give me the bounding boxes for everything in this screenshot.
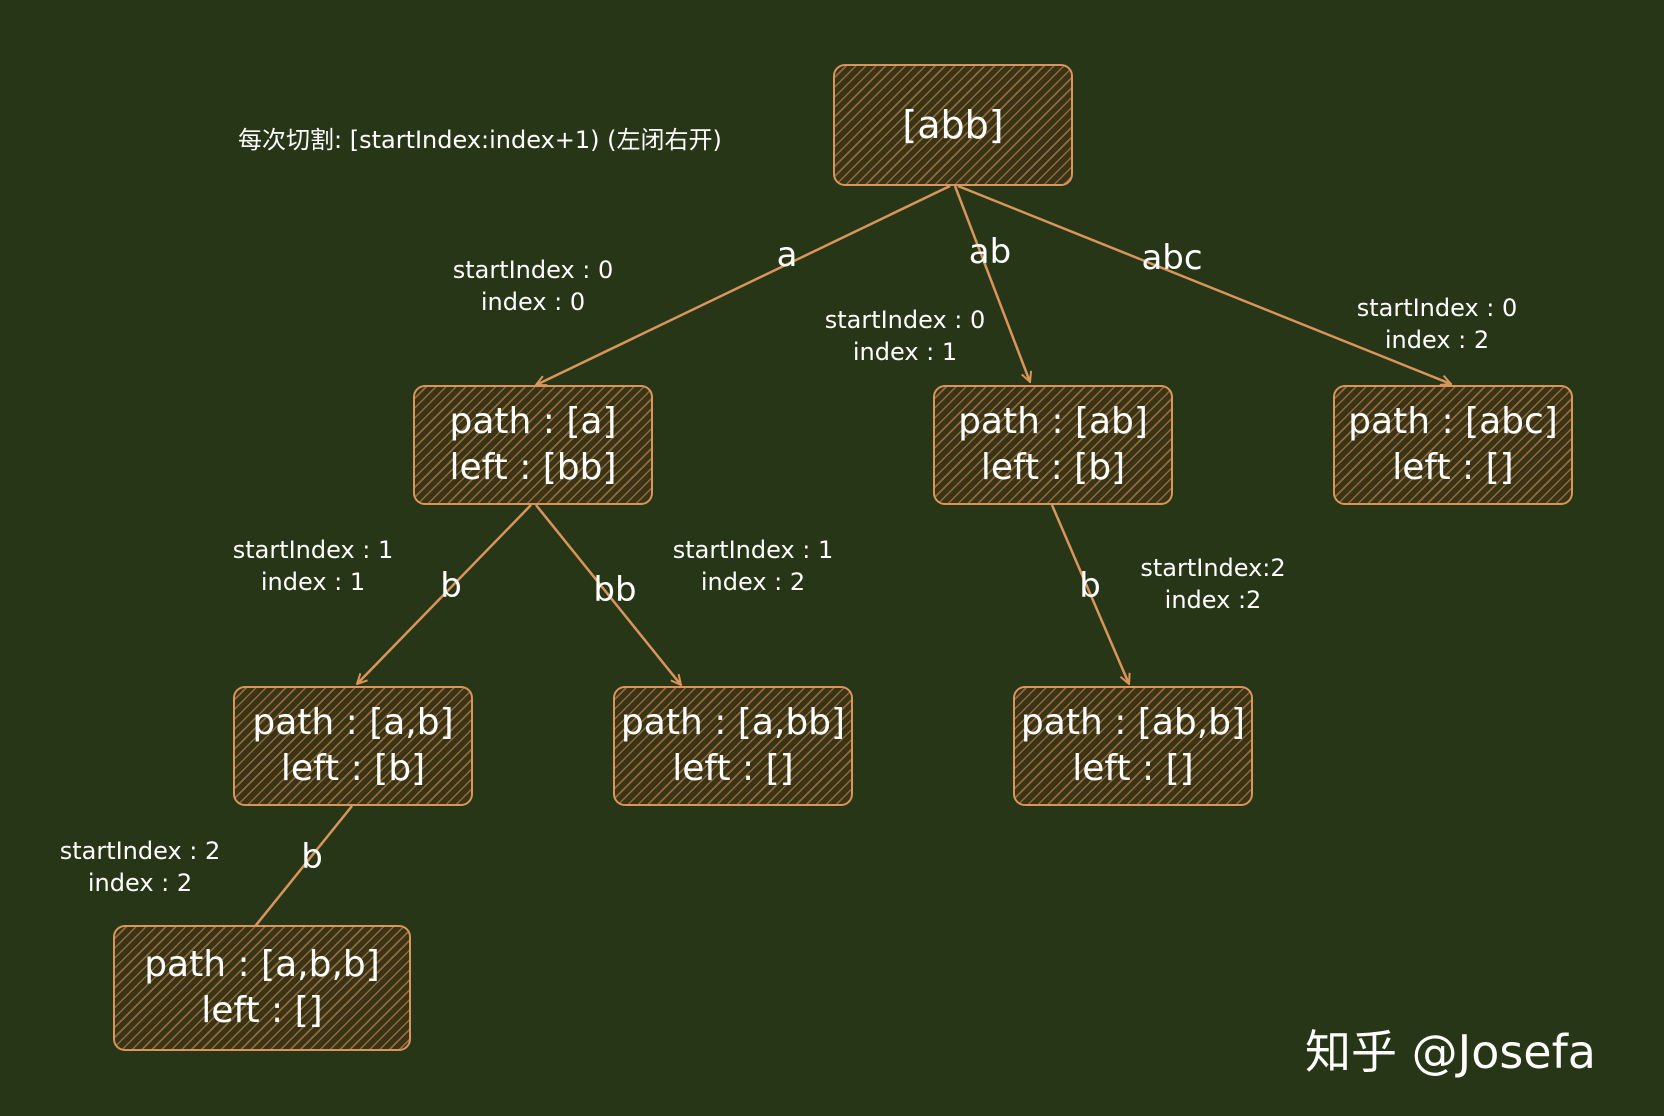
annot-root-a-index: index : 0 xyxy=(480,288,586,316)
node-a-path: path : [a] xyxy=(449,401,617,442)
edge-a-bb xyxy=(535,504,681,685)
annot-ab-b-index: index :2 xyxy=(1164,586,1262,614)
node-a-left: left : [bb] xyxy=(449,447,617,488)
annot-a-b-start: startIndex : 1 xyxy=(232,536,394,564)
node-abc: path : [abc] left : [] xyxy=(1333,385,1573,505)
edge-label-a-b: b xyxy=(440,566,462,606)
annot-a-bb-index: index : 2 xyxy=(700,568,806,596)
edge-label-root-ab: ab xyxy=(968,232,1012,272)
node-ab-b-path: path : [ab,b] xyxy=(1020,702,1246,743)
node-root-label: [abb] xyxy=(902,103,1004,147)
node-a: path : [a] left : [bb] xyxy=(413,385,653,505)
edge-label-root-abc: abc xyxy=(1141,238,1203,278)
cut-rule-note: 每次切割: [startIndex:index+1) (左闭右开) xyxy=(238,126,722,154)
annot-ab-b-start: startIndex:2 xyxy=(1140,554,1286,582)
edge-label-a-b-b: b xyxy=(301,837,323,877)
node-ab-path: path : [ab] xyxy=(958,401,1148,442)
edge-root-a xyxy=(536,184,951,385)
zhihu-watermark: 知乎 @Josefa xyxy=(1305,1025,1596,1079)
node-a-bb-left: left : [] xyxy=(672,748,794,789)
annot-root-abc-start: startIndex : 0 xyxy=(1356,294,1518,322)
node-abc-left: left : [] xyxy=(1392,447,1514,488)
edge-ab-b xyxy=(1050,504,1129,684)
annot-root-ab: startIndex : 0 index : 1 xyxy=(825,304,986,368)
annot-root-ab-start: startIndex : 0 xyxy=(824,306,986,334)
annot-root-a: startIndex : 0 index : 0 xyxy=(453,254,614,318)
node-a-b-path: path : [a,b] xyxy=(252,702,454,743)
edge-root-abc xyxy=(957,184,1451,384)
node-a-b-b: path : [a,b,b] left : [] xyxy=(113,925,411,1051)
node-a-b-b-path: path : [a,b,b] xyxy=(144,944,380,985)
node-abc-path: path : [abc] xyxy=(1348,401,1558,442)
annot-ab-b: startIndex:2 index :2 xyxy=(1140,552,1285,616)
annot-root-ab-index: index : 1 xyxy=(852,338,958,366)
node-ab-b-left: left : [] xyxy=(1072,748,1194,789)
annot-a-b-b: startIndex : 2 index : 2 xyxy=(60,835,221,899)
annot-root-abc-index: index : 2 xyxy=(1384,326,1490,354)
annot-root-a-start: startIndex : 0 xyxy=(452,256,614,284)
node-ab: path : [ab] left : [b] xyxy=(933,385,1173,505)
node-a-b: path : [a,b] left : [b] xyxy=(233,686,473,806)
edge-a-b-b xyxy=(240,805,353,945)
node-root: [abb] xyxy=(833,64,1073,186)
annot-a-b: startIndex : 1 index : 1 xyxy=(233,534,394,598)
edge-root-ab xyxy=(953,185,1030,382)
annot-a-b-b-index: index : 2 xyxy=(87,869,193,897)
edge-label-ab-b: b xyxy=(1079,566,1101,606)
node-a-bb-path: path : [a,bb] xyxy=(620,702,846,743)
annot-a-b-b-start: startIndex : 2 xyxy=(59,837,221,865)
edge-a-b xyxy=(357,504,532,684)
annot-a-b-index: index : 1 xyxy=(260,568,366,596)
node-ab-left: left : [b] xyxy=(980,447,1126,488)
edge-label-root-a: a xyxy=(776,235,798,275)
node-a-bb: path : [a,bb] left : [] xyxy=(613,686,853,806)
annot-a-bb: startIndex : 1 index : 2 xyxy=(673,534,834,598)
edge-label-a-bb: bb xyxy=(593,570,637,610)
annot-root-abc: startIndex : 0 index : 2 xyxy=(1357,292,1518,356)
node-ab-b: path : [ab,b] left : [] xyxy=(1013,686,1253,806)
annot-a-bb-start: startIndex : 1 xyxy=(672,536,834,564)
node-a-b-left: left : [b] xyxy=(280,748,426,789)
node-a-b-b-left: left : [] xyxy=(201,990,323,1031)
